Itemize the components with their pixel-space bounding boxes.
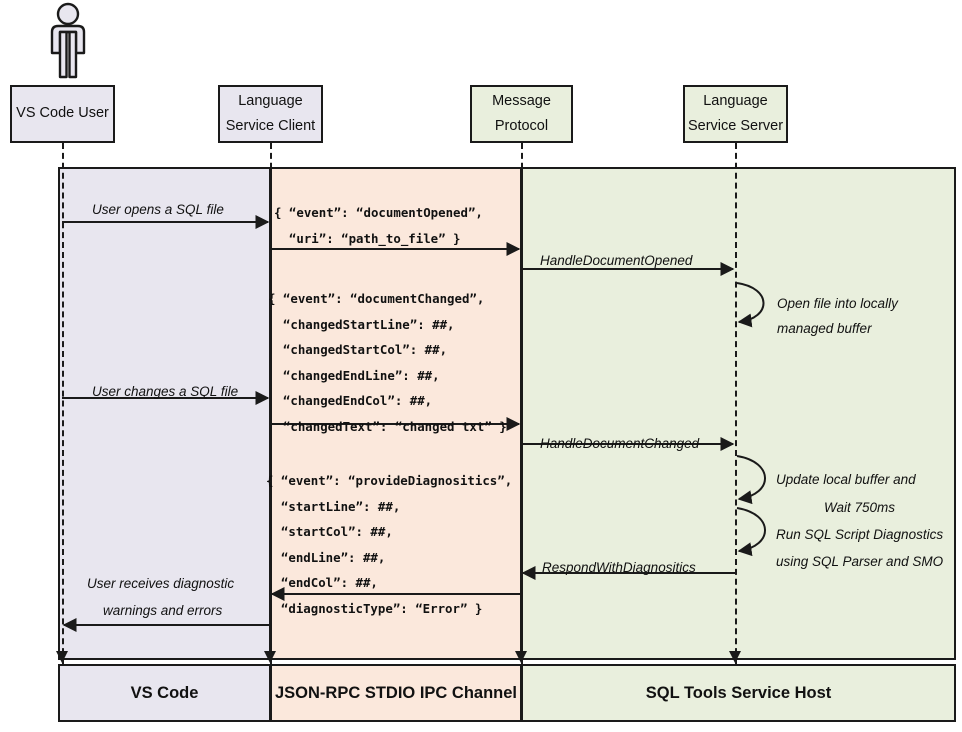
participant-message-protocol[interactable]: Message Protocol bbox=[470, 85, 573, 143]
participant-label-line2: Service Client bbox=[225, 118, 316, 134]
note-run-diagnostics-line2: using SQL Parser and SMO bbox=[776, 554, 944, 569]
note-open-buffer-line1: Open file into locally bbox=[777, 296, 898, 311]
footer-ipc-channel: JSON-RPC STDIO IPC Channel bbox=[270, 664, 522, 722]
label-user-receives-line2: warnings and errors bbox=[103, 603, 223, 618]
lifeline-vs-code-user bbox=[62, 143, 64, 664]
note-update-wait-line1: Update local buffer and bbox=[776, 472, 916, 487]
label-respond-with-diagnositics: RespondWithDiagnositics bbox=[542, 560, 696, 575]
note-update-wait-line2: Wait 750ms bbox=[824, 500, 896, 515]
participant-label-line1: Language bbox=[238, 92, 303, 109]
participant-label-line1: Message bbox=[492, 92, 551, 109]
participant-vs-code-user[interactable]: VS Code User bbox=[10, 85, 115, 143]
payload-document-changed: { “event”: “documentChanged”, “changedSt… bbox=[268, 291, 507, 434]
stick-figure-actor-icon bbox=[38, 2, 98, 82]
label-user-receives-line1: User receives diagnostic bbox=[87, 576, 235, 591]
note-run-diagnostics-line1: Run SQL Script Diagnostics bbox=[776, 527, 944, 542]
participant-label-line1: Language bbox=[703, 92, 768, 109]
participant-language-service-client[interactable]: Language Service Client bbox=[218, 85, 323, 143]
lifeline-language-service-server bbox=[735, 143, 737, 664]
footer-vs-code: VS Code bbox=[58, 664, 271, 722]
label-handle-document-opened: HandleDocumentOpened bbox=[540, 253, 693, 268]
participant-label-line1: VS Code User bbox=[16, 105, 109, 122]
footer-label: SQL Tools Service Host bbox=[645, 683, 832, 702]
lifeline-language-service-client bbox=[270, 143, 272, 664]
footer-label: VS Code bbox=[130, 683, 199, 702]
lifeline-message-protocol bbox=[521, 143, 523, 664]
label-user-changes: User changes a SQL file bbox=[92, 384, 239, 399]
payload-document-opened: { “event”: “documentOpened”, “uri”: “pat… bbox=[274, 205, 483, 246]
note-open-buffer-line2: managed buffer bbox=[777, 321, 872, 336]
label-handle-document-changed: HandleDocumentChanged bbox=[540, 436, 700, 451]
participant-label-line2: Service Server bbox=[687, 118, 784, 134]
band-vscode bbox=[58, 167, 271, 660]
band-sql-tools-host bbox=[521, 167, 956, 660]
footer-label: JSON-RPC STDIO IPC Channel bbox=[274, 683, 518, 702]
payload-provide-diagnositics: { “event”: “provideDiagnositics”, “start… bbox=[266, 473, 513, 616]
participant-language-service-server[interactable]: Language Service Server bbox=[683, 85, 788, 143]
participant-label-line2: Protocol bbox=[494, 118, 549, 134]
footer-sql-tools-service-host: SQL Tools Service Host bbox=[521, 664, 956, 722]
label-user-opens: User opens a SQL file bbox=[92, 202, 224, 217]
